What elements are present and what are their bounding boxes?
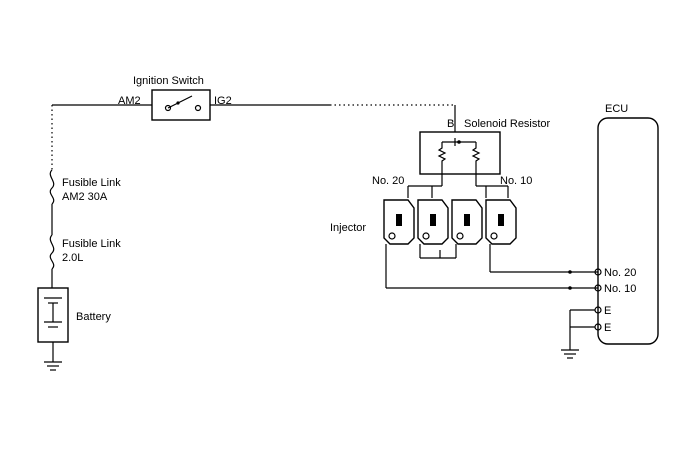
am2-label: AM2 <box>118 95 141 107</box>
injector-label: Injector <box>330 222 366 234</box>
fusible-link-1-rating: AM2 30A <box>62 191 108 203</box>
injector-3 <box>451 199 483 258</box>
solenoid-resistor-box <box>419 131 501 175</box>
switch-pivot <box>176 101 180 105</box>
injector-1 <box>383 199 415 288</box>
no20-label: No. 20 <box>372 175 404 187</box>
fusible-link-1-label: Fusible Link <box>62 177 121 189</box>
no10-label: No. 10 <box>500 175 532 187</box>
fusible-link-2-symbol <box>49 234 55 270</box>
injector-2 <box>417 199 449 258</box>
fusible-link-2-rating: 2.0L <box>62 252 83 264</box>
injector-4 <box>485 199 517 272</box>
ecu-box <box>597 117 659 345</box>
ignition-switch-label: Ignition Switch <box>133 75 204 87</box>
resistor-coil-1 <box>437 142 447 166</box>
switch-contact <box>194 104 202 112</box>
fusible-link-1-symbol <box>49 169 55 205</box>
ecu-terminal-no10 <box>594 284 602 292</box>
solenoid-b-label: B <box>447 118 454 130</box>
ig2-label: IG2 <box>214 95 232 107</box>
ecu-e1-label: E <box>604 305 611 317</box>
ecu-e2-label: E <box>604 322 611 334</box>
battery-label: Battery <box>76 311 111 323</box>
wire-junction <box>568 270 572 274</box>
solenoid-resistor-label: Solenoid Resistor <box>464 118 551 130</box>
switch-lever <box>167 95 193 109</box>
resistor-coil-2 <box>471 142 481 166</box>
fusible-link-2-label: Fusible Link <box>62 238 121 250</box>
ecu-no10-label: No. 10 <box>604 283 636 295</box>
ecu-no20-label: No. 20 <box>604 267 636 279</box>
ecu-label: ECU <box>605 103 628 115</box>
ignition-switch-box <box>151 89 211 121</box>
wire-junction <box>568 286 572 290</box>
ecu-terminal-no20 <box>594 268 602 276</box>
switch-contact <box>164 104 172 112</box>
